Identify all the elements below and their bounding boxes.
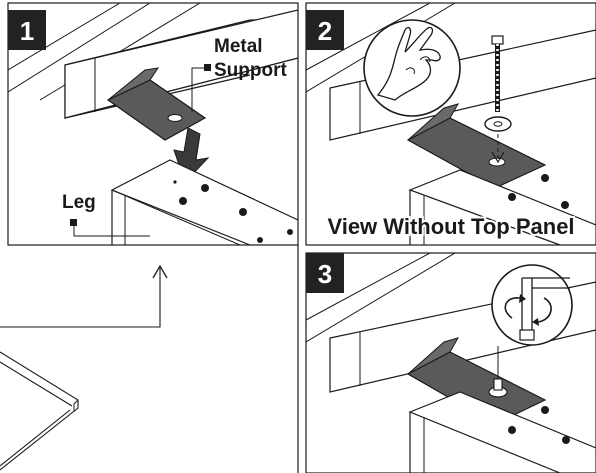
step-3-number: 3: [318, 259, 332, 289]
leader-tick-leg: [70, 219, 77, 226]
plate-slot-2: [488, 157, 506, 167]
metal-support-label-line2: Support: [214, 60, 287, 81]
panel-step-3: 3: [305, 252, 596, 473]
reference-arrowhead: [152, 264, 168, 279]
panel-2-drawing: [306, 3, 596, 245]
leg-leader: [73, 222, 150, 237]
leader-tick-metal: [204, 64, 211, 71]
rotate-arrow-icon: [504, 297, 552, 323]
plate-slot: [167, 114, 183, 122]
panel-1-drawing: [8, 3, 298, 245]
leg-label: Leg: [62, 192, 96, 213]
step-1-number: 1: [20, 16, 34, 46]
allen-key-icon: [521, 277, 570, 330]
table-corner-sketch: [0, 351, 79, 471]
screw-heads: [173, 180, 293, 243]
panel-step-1: 1 Metal Support Leg: [7, 2, 299, 246]
panel-3-drawing: [306, 253, 596, 473]
screw-heads-2: [508, 174, 569, 209]
screw: [491, 35, 504, 112]
step-3-badge: [306, 253, 344, 293]
view-caption: View Without Top Panel: [327, 214, 574, 239]
screw-heads-3: [508, 406, 570, 444]
overview-area: [0, 245, 299, 473]
hand-icon: [376, 26, 441, 101]
metal-support-leader: [191, 67, 208, 112]
panel-step-2: 2 View Without Top Panel: [305, 2, 596, 246]
step-1-badge: [8, 10, 46, 50]
step-2-badge: [306, 10, 344, 50]
leg-frame: [110, 159, 298, 245]
step-2-number: 2: [318, 16, 332, 46]
reference-arrow: [0, 268, 161, 328]
metal-support-label-line1: Metal: [214, 36, 263, 57]
